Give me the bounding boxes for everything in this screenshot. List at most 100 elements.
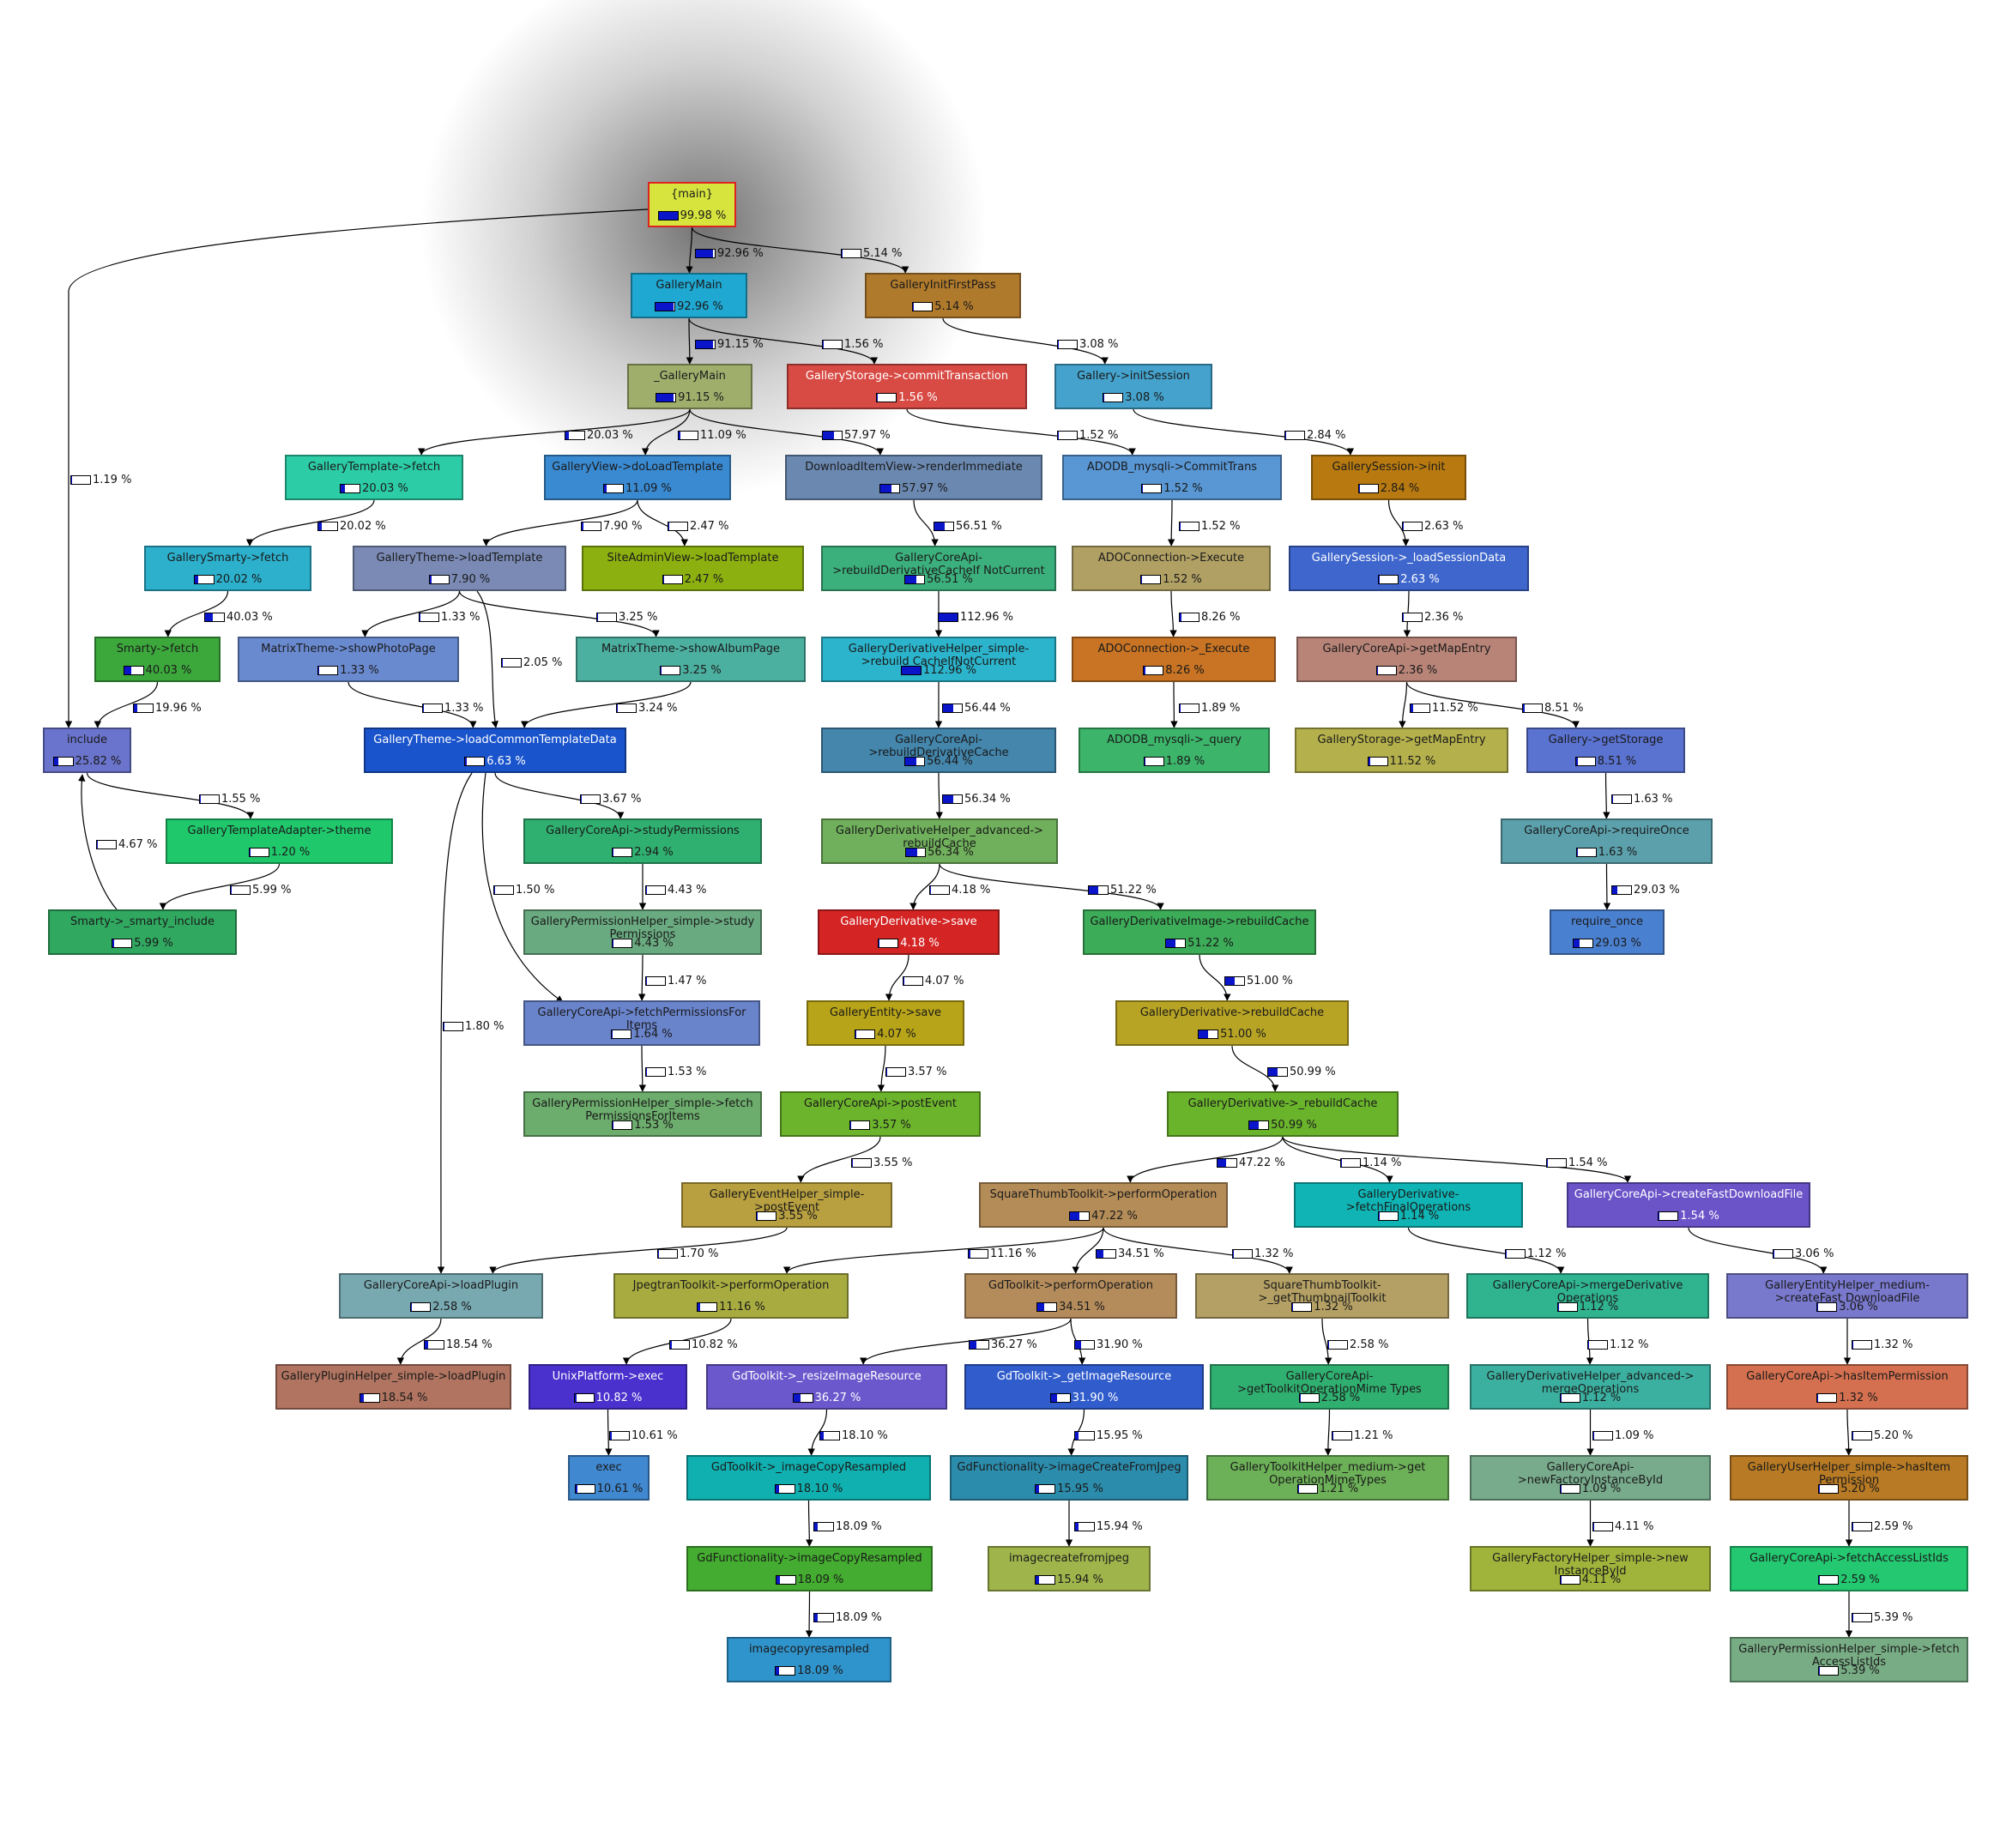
node-guhhasperm[interactable]: GalleryUserHelper_simple->hasItem Permis… (1730, 1455, 1968, 1501)
edge-pct: 34.51 % (1118, 1247, 1164, 1260)
node-cost: 1.12 % (1471, 1392, 1709, 1404)
node-gdhrebuild[interactable]: GalleryDerivativeHelper_simple->rebuild … (821, 637, 1056, 682)
edge-label: 3.57 % (885, 1066, 946, 1078)
node-gcfetchperm[interactable]: GalleryCoreApi->fetchPermissionsFor Item… (523, 1000, 760, 1046)
node-gdhadv[interactable]: GalleryDerivativeHelper_advanced-> rebui… (821, 818, 1058, 864)
node-bar (1357, 484, 1379, 493)
edge-pct: 20.02 % (340, 520, 386, 533)
node-gphacl[interactable]: GalleryPermissionHelper_simple->fetch Ac… (1730, 1637, 1968, 1682)
node-cost: 15.95 % (952, 1483, 1187, 1495)
edge-bar (419, 613, 439, 622)
node-gphstudy[interactable]: GalleryPermissionHelper_simple->study Pe… (523, 909, 762, 955)
node-pct: 2.47 % (684, 573, 724, 586)
node-gthmedium[interactable]: GalleryToolkitHelper_medium->get Operati… (1206, 1455, 1449, 1501)
node-bar-fill (1249, 1121, 1260, 1129)
edge-bar (841, 249, 861, 258)
edge-unixexec-to-exec (605, 1409, 613, 1456)
node-name: GdToolkit->performOperation (988, 1279, 1153, 1292)
node-gcgettoolkit[interactable]: GalleryCoreApi->getToolkitOperationMime … (1210, 1364, 1449, 1410)
node-gfhnew[interactable]: GalleryFactoryHelper_simple->new Instanc… (1470, 1546, 1711, 1591)
edge-label: 1.56 % (822, 338, 883, 351)
node-gcrebuildif[interactable]: GalleryCoreApi->rebuildDerivativeCacheIf… (821, 546, 1056, 591)
node-sqgetthumb[interactable]: SquareThumbToolkit->_getThumbnailToolkit… (1195, 1273, 1449, 1319)
edge-gmain-to-_gmain (686, 317, 694, 365)
node-gdhadvmerge[interactable]: GalleryDerivativeHelper_advanced-> merge… (1470, 1364, 1711, 1410)
node-bar-fill (1819, 1576, 1820, 1584)
node-cost: 11.09 % (546, 482, 729, 495)
node-name: GalleryCoreApi->rebuildDerivativeCache (868, 734, 1009, 759)
edge-bar-fill (134, 704, 138, 712)
edge-pct: 2.59 % (1874, 1520, 1913, 1533)
node-gcmerge[interactable]: GalleryCoreApi->mergeDerivative Operatio… (1466, 1273, 1709, 1319)
node-name: GalleryEntityHelper_medium->createFast D… (1765, 1279, 1930, 1305)
node-cost: 2.84 % (1313, 482, 1465, 495)
node-name: imagecreatefromjpeg (1008, 1552, 1130, 1565)
node-main[interactable]: {main}99.98 % (648, 182, 736, 227)
edge-bar-fill (668, 522, 669, 530)
edge-bar-fill (969, 1250, 971, 1258)
node-gehfastdl[interactable]: GalleryEntityHelper_medium->createFast D… (1726, 1273, 1968, 1319)
node-cost: 51.00 % (1117, 1028, 1347, 1041)
node-pct: 8.26 % (1165, 664, 1205, 677)
edge-pct: 7.90 % (603, 520, 643, 533)
node-gphfetch[interactable]: GalleryPermissionHelper_simple->fetch Pe… (523, 1091, 762, 1137)
